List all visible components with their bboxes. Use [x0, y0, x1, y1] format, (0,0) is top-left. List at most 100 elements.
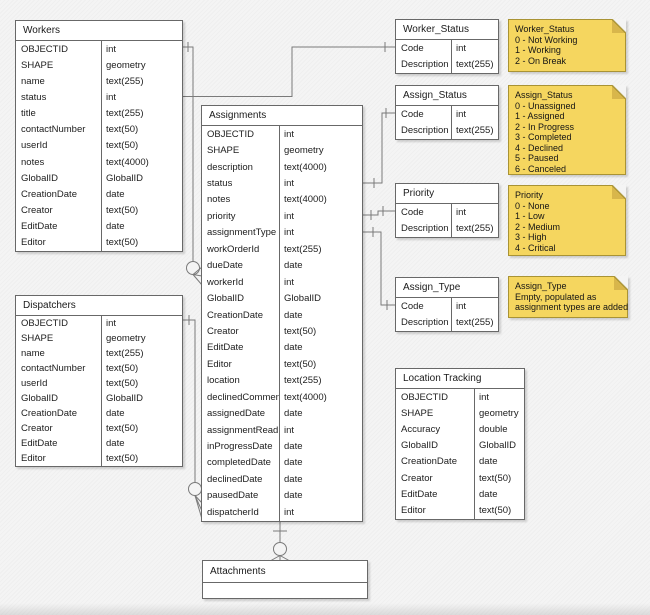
- note-line: 2 - Medium: [515, 221, 561, 232]
- field-name: CreationDate: [21, 408, 77, 419]
- field-type: geometry: [474, 405, 524, 422]
- field-type: text(255): [451, 314, 498, 331]
- entity-field-list: [203, 583, 367, 598]
- field-type: text(50): [474, 469, 524, 487]
- canvas-bottom-shade: [0, 603, 650, 615]
- field-type: int: [279, 273, 362, 291]
- relationship-line-dispatchers_assignments[interactable]: [183, 319, 196, 483]
- entity-title-dispatchers: Dispatchers: [16, 296, 182, 316]
- field-type: date: [279, 257, 362, 274]
- field-name: OBJECTID: [21, 43, 68, 55]
- field-type: text(255): [279, 241, 362, 258]
- field-name: SHAPE: [401, 407, 434, 419]
- note-fold-icon: [612, 85, 626, 99]
- field-name: dueDate: [207, 260, 243, 272]
- field-name: userId: [21, 378, 48, 389]
- field-type: date: [474, 486, 524, 503]
- note-line: 4 - Declined: [515, 142, 564, 153]
- field-type: GlobalID: [101, 391, 182, 406]
- entity-title-attachments: Attachments: [203, 561, 367, 583]
- relationship-line-workers_workerstatus[interactable]: [183, 46, 395, 97]
- field-name: declinedDate: [207, 473, 263, 485]
- note-line: Empty, populated as: [515, 291, 597, 302]
- field-type: GlobalID: [101, 170, 182, 187]
- field-name: Editor: [207, 358, 232, 370]
- field-name: status: [21, 91, 47, 103]
- field-type: date: [279, 487, 362, 505]
- field-name: Editor: [21, 453, 46, 464]
- field-name: assignmentType: [207, 227, 277, 239]
- relationship-line-assignments_priority[interactable]: [363, 210, 395, 216]
- field-name: contactNumber: [21, 124, 86, 136]
- field-name: GlobalID: [21, 393, 58, 404]
- field-name: EditDate: [21, 221, 58, 233]
- relationship-line-assignments_assigntype[interactable]: [363, 231, 395, 306]
- field-type: text(50): [101, 202, 182, 219]
- field-name: contactNumber: [21, 363, 86, 374]
- field-type: date: [101, 186, 182, 203]
- field-name: completedDate: [207, 457, 271, 469]
- field-name: SHAPE: [21, 59, 54, 71]
- field-name: description: [207, 161, 253, 173]
- note-line: 3 - Completed: [515, 132, 572, 142]
- entity-title-location_tracking: Location Tracking: [396, 369, 524, 389]
- field-name: pausedDate: [207, 490, 259, 502]
- field-name: userId: [21, 140, 48, 152]
- field-name: Description: [401, 125, 449, 137]
- field-type: text(50): [474, 502, 524, 519]
- relationship-line-workers_assignments[interactable]: [183, 46, 194, 262]
- field-name: Editor: [401, 504, 426, 516]
- field-name: Code: [401, 206, 424, 218]
- field-type: date: [279, 438, 362, 455]
- field-name: Creator: [401, 472, 433, 484]
- note-line: 0 - Not Working: [515, 34, 578, 45]
- field-name: Creator: [207, 325, 239, 337]
- relationship-line-assignments_assignstatus[interactable]: [363, 112, 395, 184]
- note-line: 2 - In Progress: [515, 121, 575, 132]
- field-row: SHAPE geometry: [396, 405, 524, 422]
- field-type: date: [279, 339, 362, 357]
- field-type: GlobalID: [279, 290, 362, 307]
- field-type: int: [451, 298, 498, 315]
- field-row: dueDate date: [202, 257, 362, 274]
- entity-attachments[interactable]: Attachments: [202, 560, 368, 599]
- field-type: double: [474, 421, 524, 438]
- field-name: status: [207, 178, 233, 190]
- field-name: Editor: [21, 237, 46, 249]
- entity-title-worker_status: Worker_Status: [396, 20, 498, 40]
- field-name: notes: [21, 156, 45, 168]
- field-name: GlobalID: [207, 293, 244, 305]
- field-name: CreationDate: [401, 456, 457, 468]
